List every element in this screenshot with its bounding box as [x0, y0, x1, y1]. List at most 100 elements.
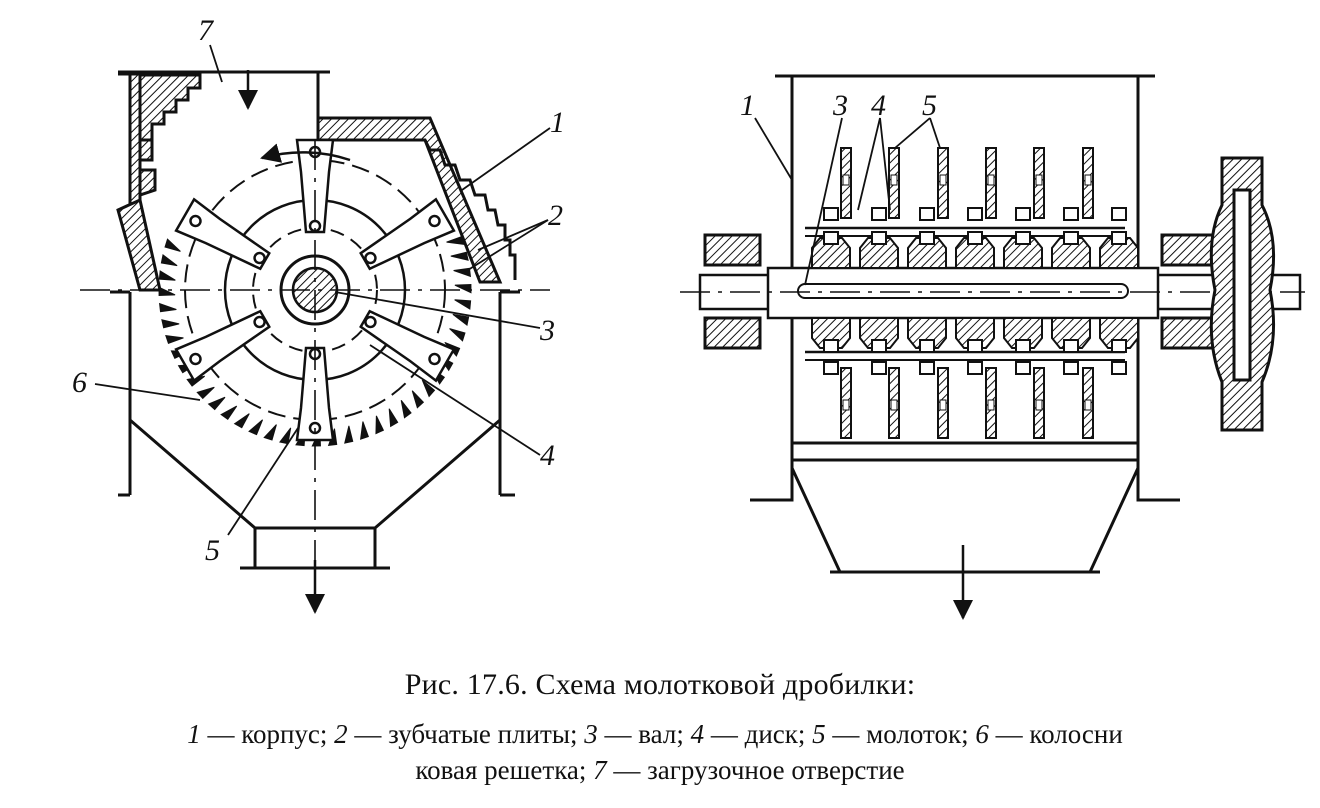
grate-bar: [263, 424, 277, 441]
callout-right-1: 1: [740, 89, 755, 122]
grate-bar: [452, 313, 470, 326]
disk-lower-tab: [823, 361, 839, 375]
callout-7: 7: [198, 14, 215, 47]
legend-line-1: 1 — корпус; 2 — зубчатые плиты; 3 — вал;…: [187, 719, 1123, 749]
disk-lower-tab: [967, 361, 983, 375]
callout-right-3: 3: [832, 89, 848, 122]
grate-bar: [400, 400, 412, 419]
left-view-cross-section: [80, 44, 551, 614]
grate-bar: [411, 390, 425, 409]
hammers: [174, 138, 456, 442]
disk-lower-tab: [1063, 361, 1079, 375]
grate-bar: [196, 386, 215, 400]
disk-upper-tab: [919, 207, 935, 221]
hammer-upper-slot: [987, 174, 995, 186]
disk-lower: [1051, 317, 1091, 349]
hammer-upper-slot: [890, 174, 898, 186]
hammer: [359, 309, 456, 383]
disk-upper: [907, 237, 947, 269]
grate-bar: [421, 379, 436, 398]
figure-caption-legend: 1 — корпус; 2 — зубчатые плиты; 3 — вал;…: [0, 716, 1320, 788]
callout-4: 4: [540, 439, 555, 472]
legend-num-3: 3: [584, 719, 598, 749]
legend-num-4: 4: [690, 719, 705, 749]
disk-lower-nut: [823, 339, 839, 353]
grate-bar: [454, 284, 472, 294]
legend-text-5: молоток: [866, 719, 962, 749]
bearing-left-top: [703, 233, 762, 267]
disk-upper-nut: [871, 231, 887, 245]
hammer-lower-slot: [890, 399, 898, 411]
callout-6: 6: [72, 366, 87, 399]
legend-num-2: 2: [334, 719, 348, 749]
grate-bar: [159, 302, 177, 313]
disk-lower-nut: [1063, 339, 1079, 353]
callout-2: 2: [548, 199, 563, 232]
disk-lower: [811, 317, 851, 349]
hammer-lower-slot: [987, 399, 995, 411]
legend-num-7: 7: [593, 755, 607, 785]
disk-upper-nut: [823, 231, 839, 245]
disk-lower-nut: [919, 339, 935, 353]
disk-upper-nut: [1015, 231, 1031, 245]
grate-bar: [220, 405, 238, 421]
hammer-lower-slot: [939, 399, 947, 411]
rotation-arrow: [260, 143, 351, 163]
leader-lines-left: [94, 44, 551, 536]
disk-lower-tab: [919, 361, 935, 375]
disk-upper-tab: [1063, 207, 1079, 221]
callout-right-4: 4: [871, 89, 886, 122]
grate-bar: [207, 396, 226, 411]
disk-lower-tab: [1015, 361, 1031, 375]
disk-lower: [1099, 317, 1139, 349]
grate-bar: [360, 421, 370, 440]
hammer-pin-inner: [253, 251, 266, 265]
disk-upper: [1051, 237, 1091, 269]
disk-upper-tab: [1111, 207, 1127, 221]
grate-bar: [388, 408, 399, 428]
disk-lower-tab: [1111, 361, 1127, 375]
figure-caption-title: Рис. 17.6. Схема молотковой дробилки:: [404, 668, 916, 701]
legend-text-4: диск: [744, 719, 798, 749]
disk-upper-tab: [823, 207, 839, 221]
disk-lower: [859, 317, 899, 349]
legend-text-6: колосни: [1029, 719, 1123, 749]
disk-lower: [907, 317, 947, 349]
grate-bar: [344, 425, 354, 444]
callout-3: 3: [539, 314, 555, 347]
hammer-body: [359, 197, 456, 271]
disk-upper-nut: [1111, 231, 1127, 245]
hammer-pin-inner: [364, 315, 377, 329]
grate-bar: [164, 238, 181, 252]
hammer-lower-slot: [1035, 399, 1043, 411]
disk-upper: [955, 237, 995, 269]
grate-bar: [161, 319, 180, 329]
disk-lower-nut: [1015, 339, 1031, 353]
hammer-body: [174, 309, 271, 383]
disk-upper-nut: [967, 231, 983, 245]
grate-bar: [158, 270, 176, 281]
bearing-right-bottom: [1160, 316, 1216, 350]
grate-bar: [233, 413, 250, 429]
disk-lower: [1003, 317, 1043, 349]
hammer-pin-inner: [253, 315, 266, 329]
disk-upper-tab: [871, 207, 887, 221]
disk-upper-nut: [919, 231, 935, 245]
grate-bar: [450, 251, 469, 261]
legend-num-5: 5: [812, 719, 826, 749]
bearing-right-top: [1160, 233, 1216, 267]
grate-bar: [165, 335, 184, 345]
hammer-lower-slot: [1084, 399, 1092, 411]
grate-bar: [160, 254, 178, 267]
disk-lower-tab: [871, 361, 887, 375]
grate-bar: [158, 286, 176, 296]
legend-line-2: ковая решетка; 7 — загрузочное отверстие: [415, 755, 905, 785]
hammer-lower-slot: [842, 399, 850, 411]
disks-and-hammers: [811, 147, 1139, 439]
hammer-pin-outer: [428, 214, 441, 228]
hammer-pin-outer: [428, 352, 441, 366]
hammer-body: [174, 197, 271, 271]
hammer-body: [295, 138, 335, 234]
leader-lines-right: [754, 117, 941, 286]
hammer-pin-outer: [189, 352, 202, 366]
